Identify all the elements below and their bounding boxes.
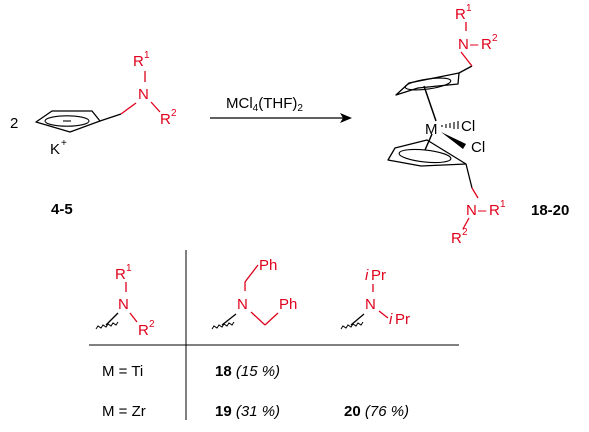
cyclopentadienyl-ring-icon: [35, 110, 101, 133]
svg-text:–: –: [470, 36, 479, 53]
svg-text:i: i: [365, 267, 369, 284]
wavy-bond-icon: [340, 321, 364, 330]
product-complex: M Cl Cl N – R 2 R 1 N: [387, 3, 569, 247]
svg-text:–: –: [478, 202, 487, 219]
yield-cell: 18 (15 %): [215, 363, 280, 380]
svg-text:1: 1: [500, 199, 506, 210]
table-row: M = Ti 18 (15 %): [102, 363, 280, 380]
reagent-label: MCl4(THF)2: [226, 95, 303, 114]
potassium-counterion: K +: [50, 138, 67, 158]
starting-material: 2 K + N R 1 R 2 4-5: [10, 50, 177, 218]
chloride-lower: Cl: [471, 139, 485, 156]
reaction-arrow: MCl4(THF)2: [210, 95, 352, 123]
starting-material-label: 4-5: [51, 201, 73, 218]
upper-cyclopentadienyl-ring-icon: [395, 72, 460, 122]
chloride-upper: Cl: [461, 118, 475, 135]
upper-aminomethyl-arm: N – R 2 R 1: [455, 3, 498, 74]
svg-text:R: R: [489, 202, 500, 219]
svg-text:1: 1: [466, 3, 472, 14]
r2-substituent: R 2: [160, 108, 177, 128]
svg-text:R: R: [115, 266, 126, 283]
wedge-bond: [441, 132, 466, 149]
yield-table: N R 1 R 2 N Ph Ph N i Pr i: [89, 250, 459, 420]
metal-centre: M: [425, 121, 438, 138]
svg-text:R: R: [481, 36, 492, 53]
svg-text:K: K: [50, 141, 60, 158]
svg-text:i: i: [389, 311, 393, 328]
svg-text:N: N: [365, 296, 376, 313]
svg-text:R: R: [451, 230, 462, 247]
svg-text:N: N: [458, 36, 469, 53]
r1-substituent: R 1: [133, 50, 150, 70]
svg-text:N: N: [466, 202, 477, 219]
lower-cyclopentadienyl-ring-icon: [387, 133, 467, 167]
svg-text:R: R: [138, 322, 149, 339]
svg-text:2: 2: [171, 108, 177, 119]
header-dibenzylamine: N Ph Ph: [211, 257, 297, 330]
svg-text:R: R: [455, 6, 466, 23]
svg-text:+: +: [61, 138, 67, 149]
svg-text:Ph: Ph: [259, 257, 277, 274]
header-generic-amine: N R 1 R 2: [95, 263, 155, 339]
svg-text:1: 1: [144, 50, 150, 61]
table-row: M = Zr 19 (31 %) 20 (76 %): [102, 403, 409, 420]
product-label: 18-20: [531, 202, 569, 219]
svg-text:2: 2: [492, 33, 498, 44]
hashed-bond: [441, 121, 459, 129]
yield-cell: 19 (31 %): [215, 403, 280, 420]
wavy-bond-icon: [95, 321, 119, 330]
row-label: M = Ti: [102, 363, 143, 380]
svg-text:2: 2: [149, 319, 155, 330]
lower-aminomethyl-arm: N – R 1 R 2: [451, 163, 506, 247]
header-diisopropylamine: N i Pr i Pr: [340, 267, 410, 330]
svg-text:R: R: [160, 111, 171, 128]
svg-text:N: N: [118, 296, 129, 313]
svg-text:Pr: Pr: [395, 311, 410, 328]
svg-text:2: 2: [462, 227, 468, 238]
row-label: M = Zr: [102, 403, 146, 420]
svg-text:R: R: [133, 53, 144, 70]
svg-text:1: 1: [126, 263, 132, 274]
wavy-bond-icon: [211, 321, 235, 330]
svg-text:Ph: Ph: [279, 296, 297, 313]
yield-cell: 20 (76 %): [344, 403, 409, 420]
amine-nitrogen: N: [138, 86, 149, 103]
svg-text:N: N: [237, 296, 248, 313]
stoichiometric-coefficient: 2: [10, 115, 18, 132]
aminomethyl-arm: N R 1 R 2: [99, 50, 177, 128]
svg-text:Pr: Pr: [371, 267, 386, 284]
